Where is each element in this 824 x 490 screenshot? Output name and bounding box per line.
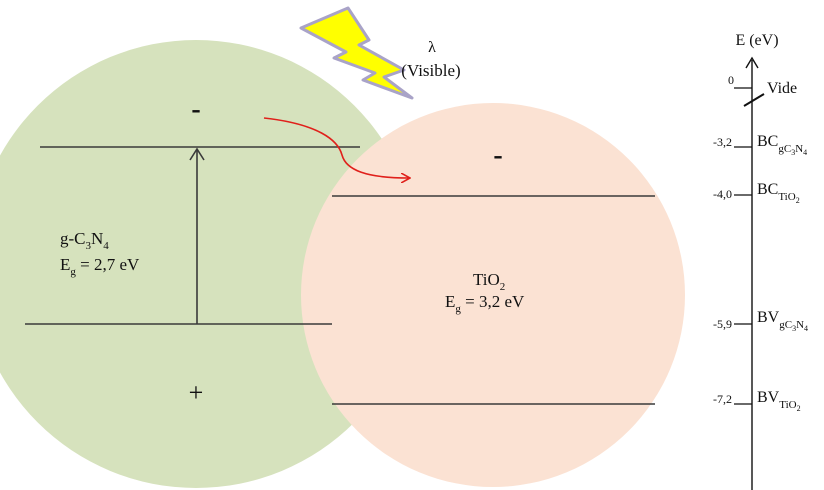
energy-level-label: BCTiO2 [757,181,800,205]
energy-level-vacuum: 0 [728,73,752,89]
energy-axis-title: E (eV) [735,32,778,49]
energy-value: -3,2 [713,135,732,149]
electron-transfer-arrow [263,117,409,178]
tio2-electron-sign: - [493,140,502,171]
vacuum-label: Vide [767,80,797,97]
energy-value: 0 [728,73,734,87]
gc3n4-hole-sign: + [189,378,204,407]
light-lambda-label: λ [428,39,436,56]
energy-axis-break-mark [743,93,765,107]
lightning-bolt-icon [299,6,414,100]
energy-level-label: BVgC3N4 [757,309,808,333]
energy-level-label: BVTiO2 [757,389,801,413]
energy-level-label: BCgC3N4 [757,133,807,157]
gc3n4-electron-sign: - [191,94,200,125]
energy-level-bv-gc3n4: -5,9 BVgC3N4 [713,309,808,333]
tio2-name-label: TiO2 [473,270,505,293]
energy-value: -5,9 [713,317,732,331]
gc3n4-name-label: g-C3N4 [60,229,109,252]
energy-level-bc-tio2: -4,0 BCTiO2 [713,181,800,205]
tio2-bandgap-label: Eg = 3,2 eV [445,292,525,315]
gc3n4-bandgap-label: Eg = 2,7 eV [60,255,140,278]
energy-value: -7,2 [713,392,732,406]
gc3n4-particle [0,40,420,488]
energy-axis-arrow-head [745,56,759,69]
excitation-arrow-head [189,147,205,161]
light-visible-label: (Visible) [401,61,460,80]
energy-level-bc-gc3n4: -3,2 BCgC3N4 [713,133,807,157]
energy-level-bv-tio2: -7,2 BVTiO2 [713,389,801,413]
energy-value: -4,0 [713,187,732,201]
tio2-particle [301,103,685,487]
